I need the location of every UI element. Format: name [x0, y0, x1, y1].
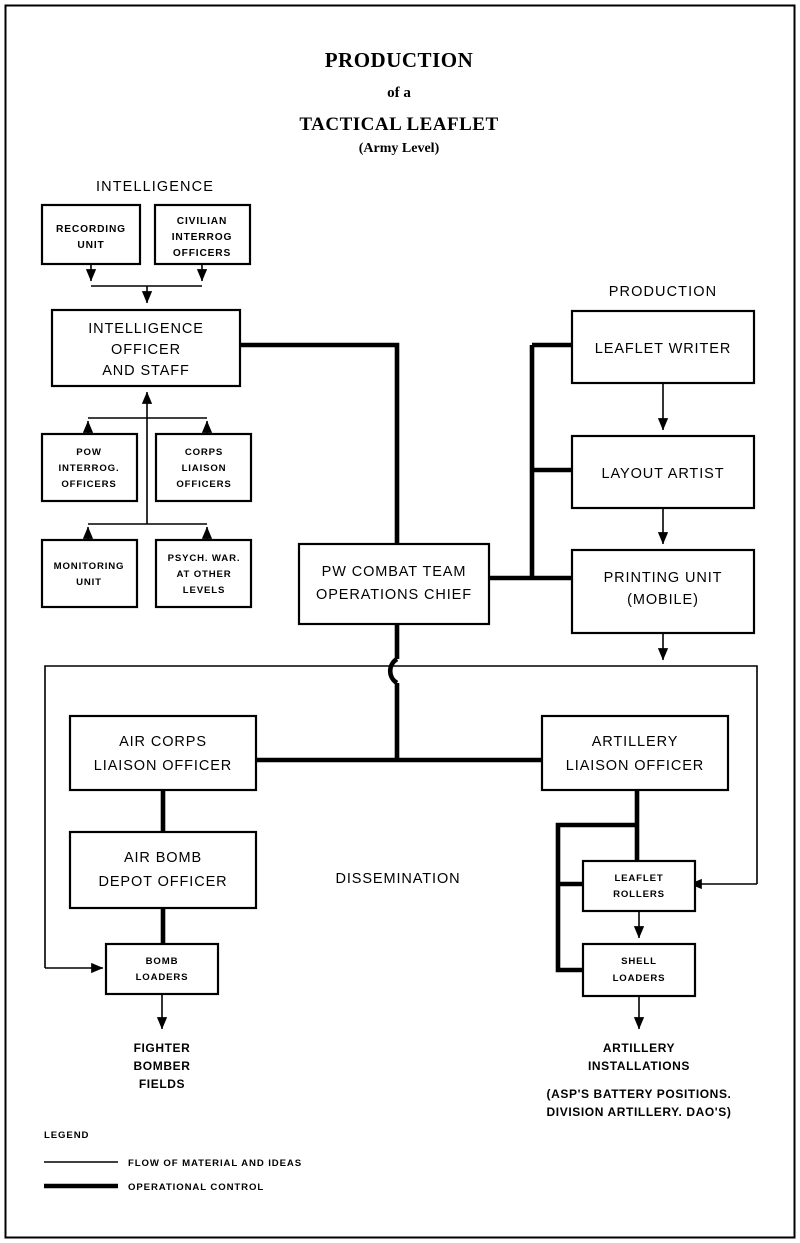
section-heading-intelligence: INTELLIGENCE [96, 179, 214, 195]
corps-liaison-line-3: OFFICERS [176, 479, 231, 490]
pow-interrog-line-3: OFFICERS [61, 479, 116, 490]
box-leaflet-rollers[interactable] [581, 859, 697, 913]
box-intelligence-officer-and-staff[interactable] [50, 308, 242, 388]
layout-artist-label: LAYOUT ARTIST [602, 466, 725, 482]
air-bomb-line-2: DEPOT OFFICER [98, 874, 227, 890]
intel-officer-line-2: OFFICER [111, 342, 181, 358]
box-psych-war-other-levels[interactable] [154, 538, 253, 609]
air-bomb-line-1: AIR BOMB [124, 850, 202, 866]
shell-loaders-line-1: SHELL [621, 956, 657, 967]
pow-interrog-line-2: INTERROG. [59, 463, 120, 474]
fighter-bomber-line-3: FIELDS [139, 1077, 185, 1091]
box-pow-interrog-officers[interactable] [40, 432, 139, 503]
civilian-interrog-line-2: INTERROG [172, 232, 233, 243]
title-line-1: PRODUCTION [325, 48, 474, 72]
box-monitoring-unit[interactable] [40, 538, 139, 609]
artillery-install-line-2: INSTALLATIONS [588, 1059, 690, 1073]
bomb-loaders-line-2: LOADERS [136, 972, 189, 983]
artillery-install-line-4: DIVISION ARTILLERY. DAO'S) [547, 1105, 732, 1119]
box-artillery-liaison-officer[interactable] [540, 714, 730, 792]
fighter-bomber-line-2: BOMBER [134, 1059, 191, 1073]
air-corps-line-2: LIAISON OFFICER [94, 758, 232, 774]
title-line-4: (Army Level) [359, 141, 440, 156]
printing-unit-line-2: (MOBILE) [627, 592, 699, 608]
intel-officer-line-3: AND STAFF [102, 363, 190, 379]
pow-interrog-line-1: POW [76, 447, 102, 458]
artillery-install-line-3: (ASP'S BATTERY POSITIONS. [547, 1087, 732, 1101]
leaflet-writer-label: LEAFLET WRITER [595, 341, 731, 357]
line-jump-arc [387, 657, 399, 685]
box-shell-loaders[interactable] [581, 942, 697, 998]
artillery-liaison-line-2: LIAISON OFFICER [566, 758, 704, 774]
air-corps-line-1: AIR CORPS [119, 734, 207, 750]
section-heading-dissemination: DISSEMINATION [335, 871, 460, 887]
dissemination-route [44, 665, 758, 968]
title-line-2: of a [387, 85, 411, 101]
box-bomb-loaders[interactable] [104, 942, 220, 996]
psych-war-line-3: LEVELS [183, 585, 225, 596]
section-heading-production: PRODUCTION [609, 284, 717, 300]
pw-combat-line-2: OPERATIONS CHIEF [316, 587, 472, 603]
fighter-bomber-line-1: FIGHTER [134, 1041, 191, 1055]
control-intel-to-pw-combat [240, 342, 400, 544]
printing-unit-line-1: PRINTING UNIT [604, 570, 723, 586]
psych-war-line-1: PSYCH. WAR. [168, 553, 241, 564]
box-air-bomb-depot-officer[interactable] [68, 830, 258, 910]
intel-officer-line-1: INTELLIGENCE [88, 321, 204, 337]
shell-loaders-line-2: LOADERS [613, 973, 666, 984]
monitoring-unit-line-1: MONITORING [54, 561, 125, 572]
artillery-liaison-line-1: ARTILLERY [592, 734, 679, 750]
legend-title: LEGEND [44, 1130, 89, 1141]
box-corps-liaison-officers[interactable] [154, 432, 253, 503]
civilian-interrog-line-1: CIVILIAN [177, 216, 227, 227]
civilian-interrog-line-3: OFFICERS [173, 248, 231, 259]
box-air-corps-liaison-officer[interactable] [68, 714, 258, 792]
corps-liaison-line-2: LIAISON [182, 463, 227, 474]
corps-liaison-line-1: CORPS [185, 447, 223, 458]
monitoring-unit-line-2: UNIT [76, 577, 102, 588]
bomb-loaders-line-1: BOMB [146, 956, 179, 967]
recording-unit-line-1: RECORDING [56, 224, 126, 235]
psych-war-line-2: AT OTHER [176, 569, 231, 580]
artillery-install-line-1: ARTILLERY [603, 1041, 675, 1055]
legend-item-1-label: OPERATIONAL CONTROL [128, 1182, 264, 1193]
page-border [4, 4, 796, 1239]
leaflet-rollers-line-2: ROLLERS [613, 889, 665, 900]
title-line-3: TACTICAL LEAFLET [299, 114, 498, 135]
pw-combat-line-1: PW COMBAT TEAM [322, 564, 467, 580]
legend-item-0-label: FLOW OF MATERIAL AND IDEAS [128, 1158, 302, 1169]
control-artillery-bracket [555, 822, 637, 973]
box-pw-combat-team[interactable] [297, 542, 491, 626]
leaflet-rollers-line-1: LEAFLET [614, 873, 663, 884]
recording-unit-line-2: UNIT [77, 240, 104, 251]
box-leaflet-writer[interactable] [570, 309, 756, 385]
